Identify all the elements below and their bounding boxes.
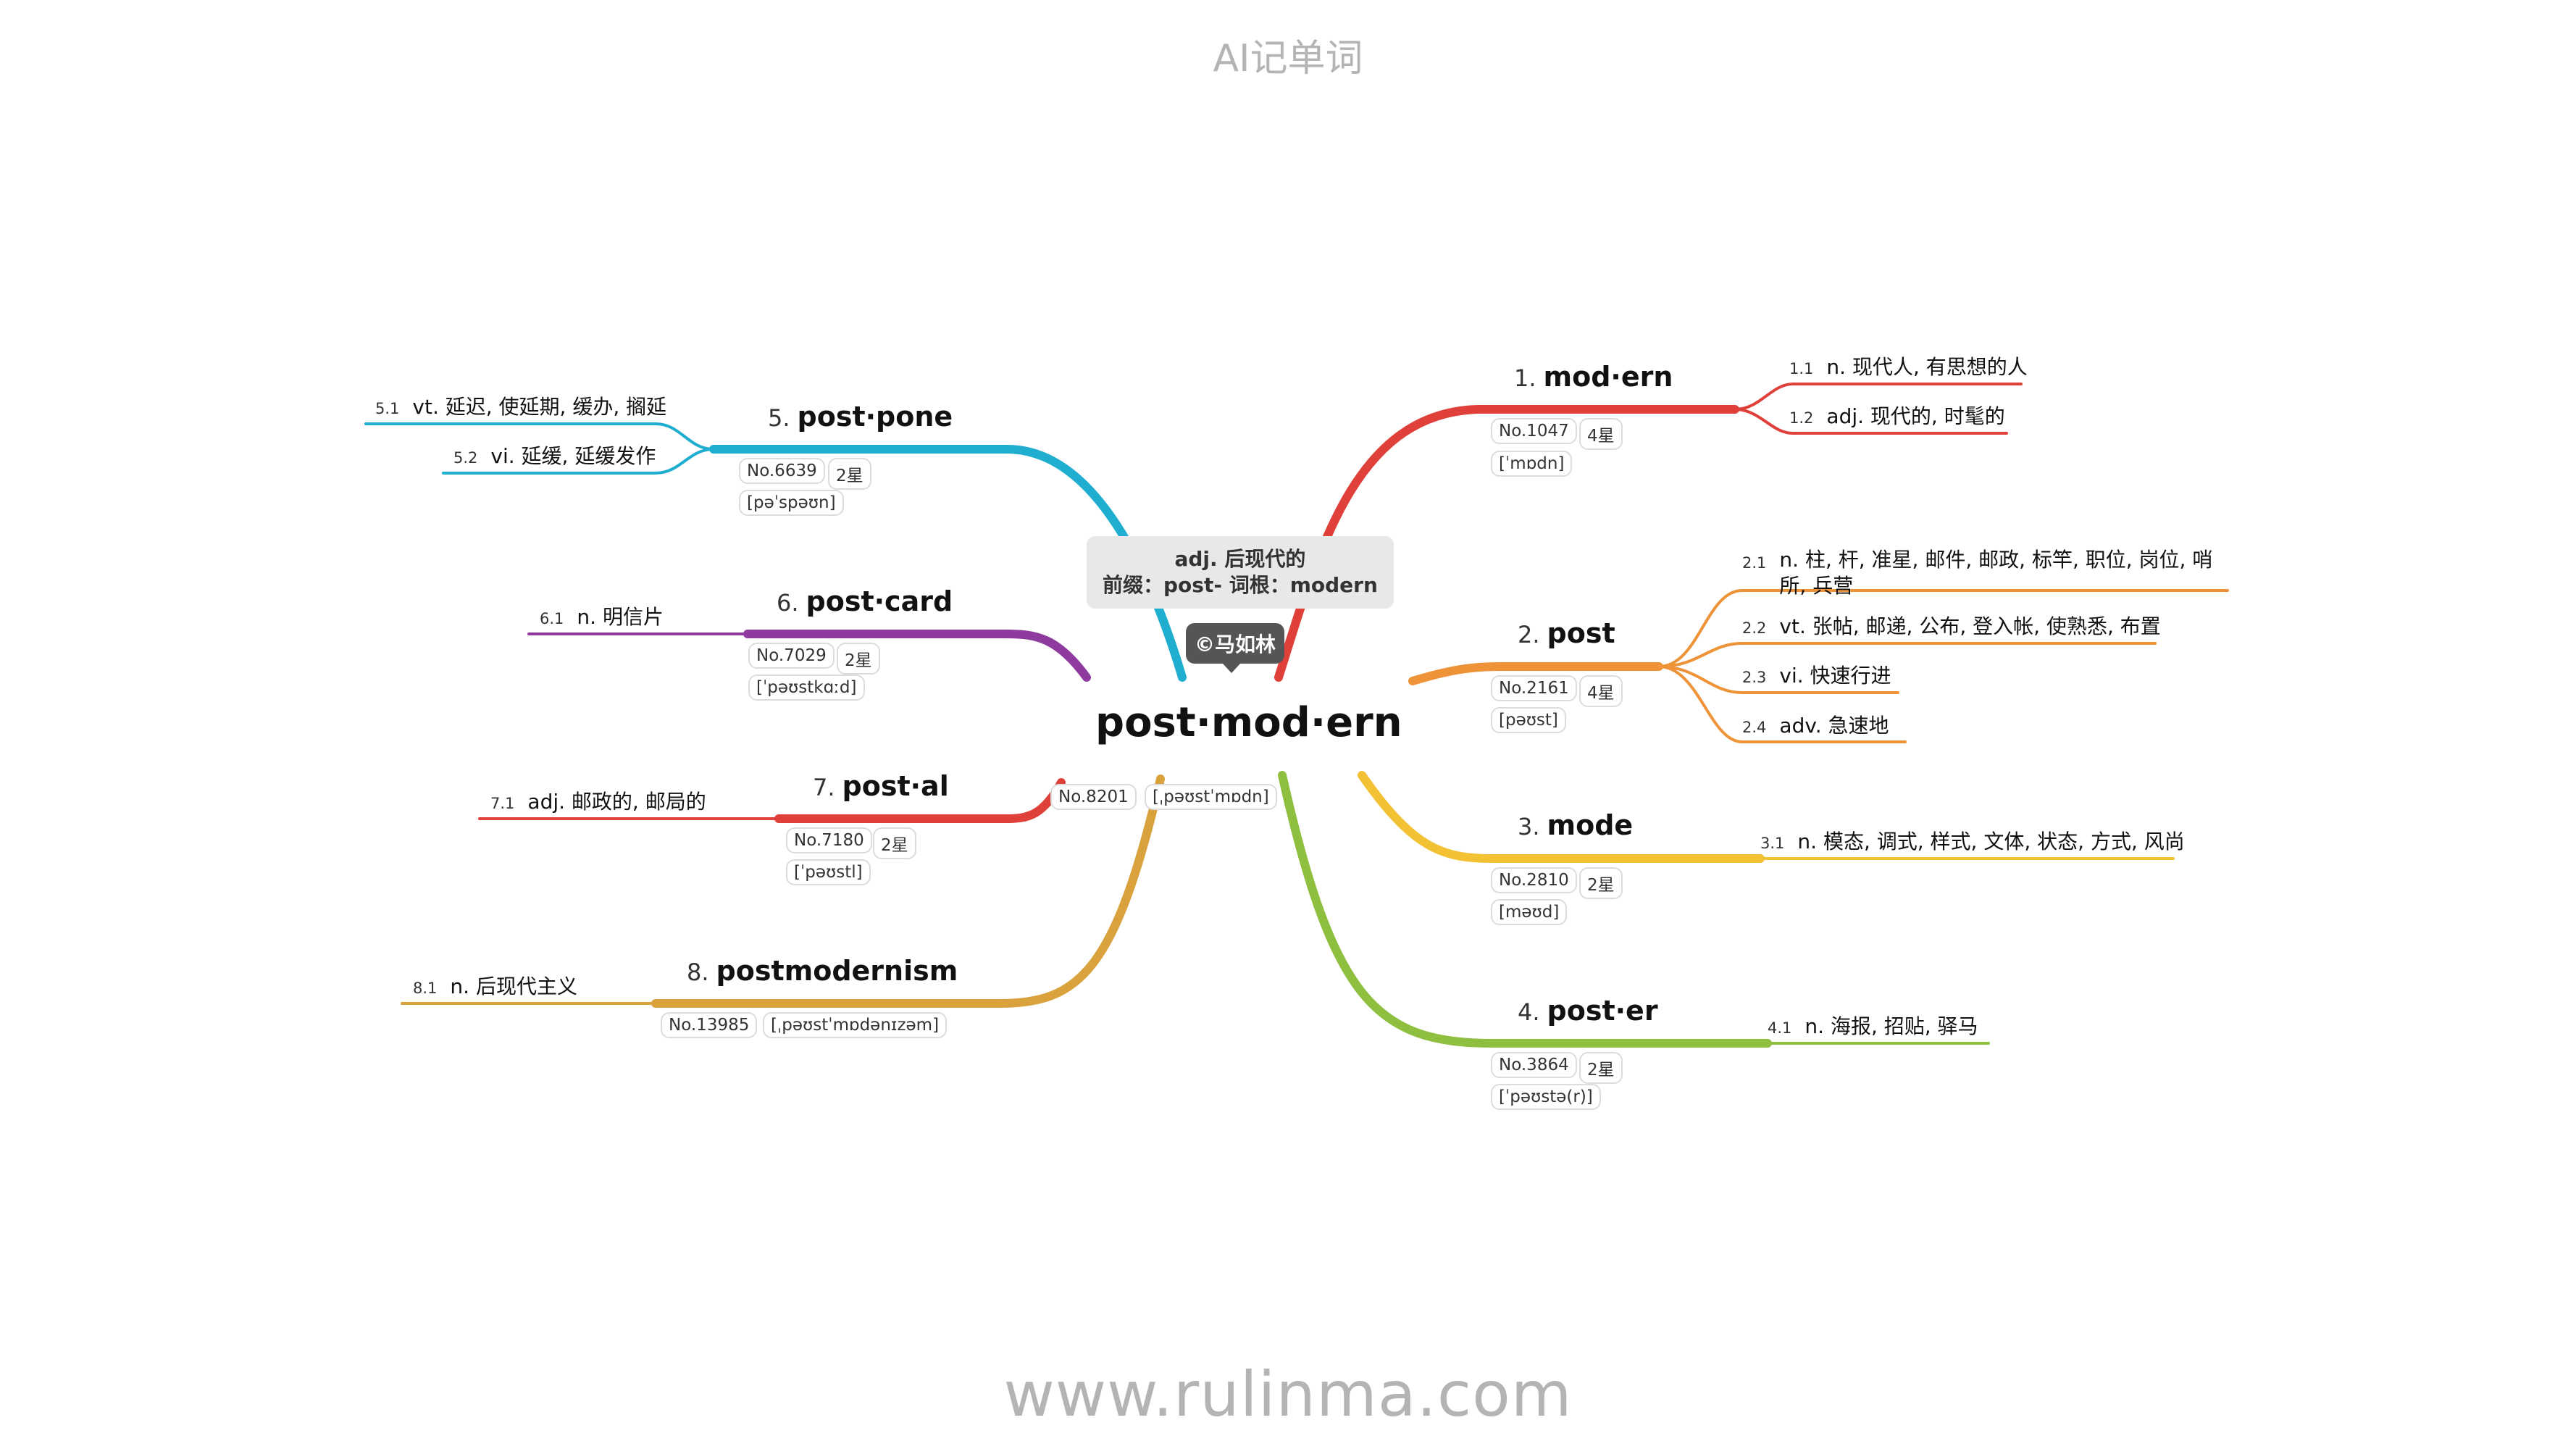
- branch-connector-4: [1278, 771, 1772, 1048]
- center-etymology: 前缀：post- 词根：modern: [1103, 573, 1378, 597]
- branch-6-title: 6.post·card: [777, 585, 953, 617]
- branch-3-phonetic: [məʊd]: [1491, 899, 1568, 925]
- branch-7-phonetic: [ˈpəʊstl]: [786, 859, 871, 885]
- center-rank: No.8201: [1050, 784, 1137, 810]
- branch-connector-1: [1274, 405, 1739, 682]
- branch-4-rank: No.3864: [1491, 1052, 1577, 1078]
- page-header: AI记单词: [1213, 37, 1363, 80]
- branch-8-phonetic: [ˌpəʊstˈmɒdənɪzəm]: [763, 1012, 948, 1038]
- definition-connector-1: [1734, 408, 2008, 435]
- branch-5-phonetic: [pəˈspəʊn]: [739, 490, 844, 516]
- branch-2-word: post: [1547, 617, 1615, 649]
- branch-7-stars: 2星: [873, 827, 916, 859]
- branch-1-title: 1.mod·ern: [1514, 361, 1673, 393]
- branch-connector-3: [1358, 771, 1765, 863]
- branch-5-stars: 2星: [828, 458, 871, 490]
- branch-4-title: 4.post·er: [1518, 995, 1658, 1027]
- branch-4-word: post·er: [1547, 995, 1658, 1027]
- branch-1-stars: 4星: [1579, 418, 1623, 450]
- definition-connector-5: [364, 422, 715, 451]
- branch-5-title: 5.post·pone: [768, 401, 953, 433]
- watermark-badge: ©马如林: [1186, 623, 1285, 664]
- branch-2-title: 2.post: [1518, 617, 1615, 649]
- branch-7-word: post·al: [842, 770, 949, 802]
- branch-3-word: mode: [1547, 809, 1634, 841]
- branch-connector-6: [743, 630, 1091, 682]
- branch-1-phonetic: [ˈmɒdn]: [1491, 451, 1573, 477]
- branch-4-stars: 2星: [1579, 1052, 1623, 1084]
- branch-4-phonetic: [ˈpəʊstə(r)]: [1491, 1084, 1601, 1110]
- branch-connector-5: [709, 445, 1187, 682]
- branch-6-phonetic: [ˈpəʊstkɑːd]: [748, 675, 865, 701]
- branch-5-word: post·pone: [797, 401, 953, 433]
- branch-connector-2: [1408, 662, 1663, 685]
- branch-1-word: mod·ern: [1543, 361, 1673, 393]
- branch-3-rank: No.2810: [1491, 867, 1577, 893]
- center-meaning: adj. 后现代的: [1174, 547, 1306, 571]
- center-word: post·mod·ern: [1095, 699, 1402, 746]
- definition-connector-2: [1657, 589, 2229, 668]
- branch-3-stars: 2星: [1579, 867, 1623, 899]
- branch-2-phonetic: [pəʊst]: [1491, 707, 1566, 733]
- branch-8-word: postmodernism: [716, 955, 958, 987]
- branch-8-rank: No.13985: [661, 1012, 758, 1038]
- branch-6-stars: 2星: [837, 643, 880, 675]
- page-footer: www.rulinma.com: [1003, 1358, 1573, 1431]
- branch-7-rank: No.7180: [786, 827, 872, 853]
- watermark-pointer: [1223, 664, 1240, 673]
- definition-connector-2: [1657, 665, 1907, 743]
- definition-connector-2: [1657, 642, 2157, 668]
- branch-connector-8: [651, 774, 1165, 1008]
- definition-connector-2: [1657, 665, 1899, 694]
- branch-6-word: post·card: [806, 585, 953, 617]
- branch-6-rank: No.7029: [748, 643, 835, 669]
- branch-2-rank: No.2161: [1491, 675, 1577, 701]
- center-info-box: adj. 后现代的 前缀：post- 词根：modern: [1087, 536, 1394, 609]
- branch-1-rank: No.1047: [1491, 418, 1577, 444]
- branch-7-title: 7.post·al: [813, 770, 949, 802]
- center-phonetic: [ˌpəʊstˈmɒdn]: [1145, 784, 1277, 810]
- definition-connector-1: [1734, 383, 2023, 411]
- branch-5-rank: No.6639: [739, 458, 825, 484]
- definition-connector-5: [442, 448, 715, 475]
- branch-2-stars: 4星: [1579, 675, 1623, 707]
- branch-8-title: 8.postmodernism: [687, 955, 958, 987]
- branch-3-title: 3.mode: [1518, 809, 1634, 841]
